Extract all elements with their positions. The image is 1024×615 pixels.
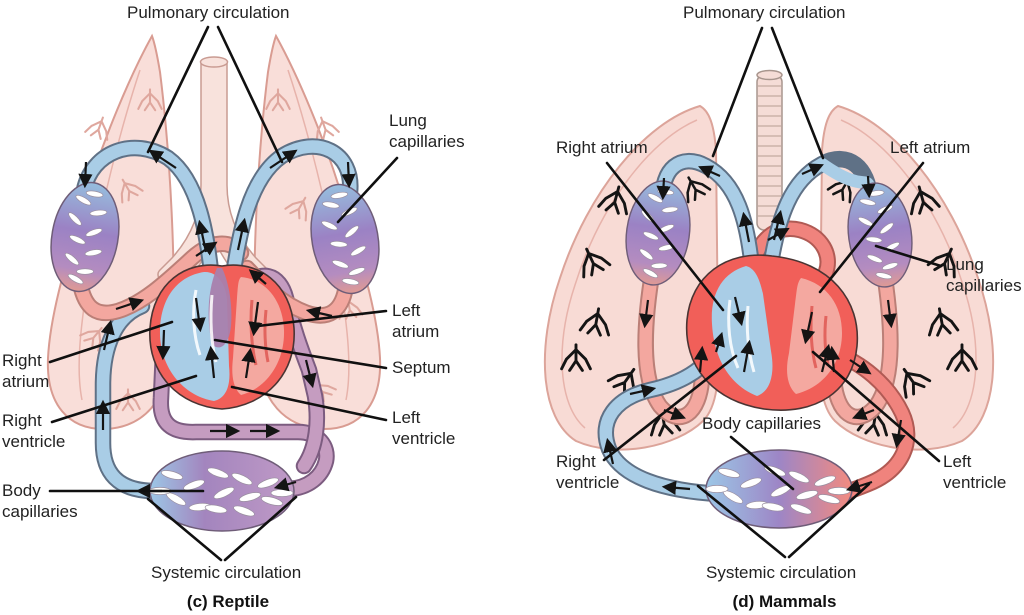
label-reptile-left-atrium: Left atrium	[392, 301, 440, 341]
leader-mammal-pulmonary-right	[770, 26, 825, 160]
label-mammal-pulmonary-circulation: Pulmonary circulation	[683, 3, 846, 22]
label-reptile-right-atrium: Right atrium	[2, 351, 50, 391]
leader-reptile-pulmonary-right	[216, 25, 284, 164]
leader-reptile-left-atrium	[256, 309, 388, 328]
leader-mammal-left-ventricle	[811, 350, 941, 463]
caption-reptile: (c) Reptile	[186, 592, 270, 611]
leader-mammal-pulmonary-left	[711, 26, 764, 158]
leader-reptile-right-ventricle	[50, 374, 198, 424]
reptile-flow-arrows	[78, 149, 356, 499]
label-mammal-lung-capillaries: Lung capillaries	[946, 255, 1022, 295]
caption-mammals: (d) Mammals	[732, 592, 837, 611]
mammal-flow-arrows	[603, 163, 906, 495]
leader-reptile-systemic-right	[223, 495, 298, 562]
label-mammal-body-capillaries: Body capillaries	[702, 414, 822, 433]
label-reptile-systemic-circulation: Systemic circulation	[151, 563, 302, 582]
leader-mammal-body-capillaries	[729, 435, 795, 491]
leader-mammal-lung-capillaries	[874, 244, 943, 268]
label-mammal-right-atrium: Right atrium	[556, 138, 648, 157]
mammal-body-capillary-bed	[705, 449, 853, 529]
label-reptile-left-ventricle: Left ventricle	[392, 408, 456, 448]
label-mammal-systemic-circulation: Systemic circulation	[706, 563, 857, 582]
reptile-diagram	[46, 33, 382, 532]
leader-mammal-left-atrium	[818, 161, 925, 294]
leader-reptile-septum	[213, 338, 388, 370]
leader-mammal-systemic-left	[696, 484, 787, 559]
label-reptile-right-ventricle: Right ventricle	[2, 411, 66, 451]
label-reptile-lung-capillaries: Lung capillaries	[389, 111, 465, 151]
leader-reptile-right-atrium	[48, 320, 174, 364]
leader-mammal-right-atrium	[605, 161, 725, 312]
leader-reptile-systemic-left	[146, 497, 223, 562]
label-reptile-pulmonary-circulation: Pulmonary circulation	[127, 3, 290, 22]
mammal-aortic-arch	[743, 220, 836, 281]
leader-lines	[48, 25, 943, 562]
label-reptile-septum: Septum	[392, 358, 451, 377]
label-mammal-left-ventricle: Left ventricle	[943, 452, 1007, 492]
reptile-heart	[149, 264, 295, 410]
reptile-septum-shape	[208, 268, 232, 348]
leader-reptile-left-ventricle	[230, 385, 388, 422]
leader-mammal-right-ventricle	[602, 354, 738, 462]
label-mammal-left-atrium: Left atrium	[890, 138, 971, 157]
label-mammal-right-ventricle: Right ventricle	[556, 452, 620, 492]
leader-reptile-lung-capillaries	[336, 156, 399, 224]
mammal-diagram	[543, 69, 995, 529]
reptile-lung-capillary-bed-right	[310, 183, 380, 295]
label-reptile-body-capillaries: Body capillaries	[2, 481, 78, 521]
leader-mammal-systemic-right	[787, 482, 871, 559]
leader-reptile-pulmonary-left	[146, 25, 210, 154]
mammal-lung-capillary-bed-right	[847, 182, 913, 288]
reptile-lung-capillary-bed-left	[50, 181, 120, 293]
